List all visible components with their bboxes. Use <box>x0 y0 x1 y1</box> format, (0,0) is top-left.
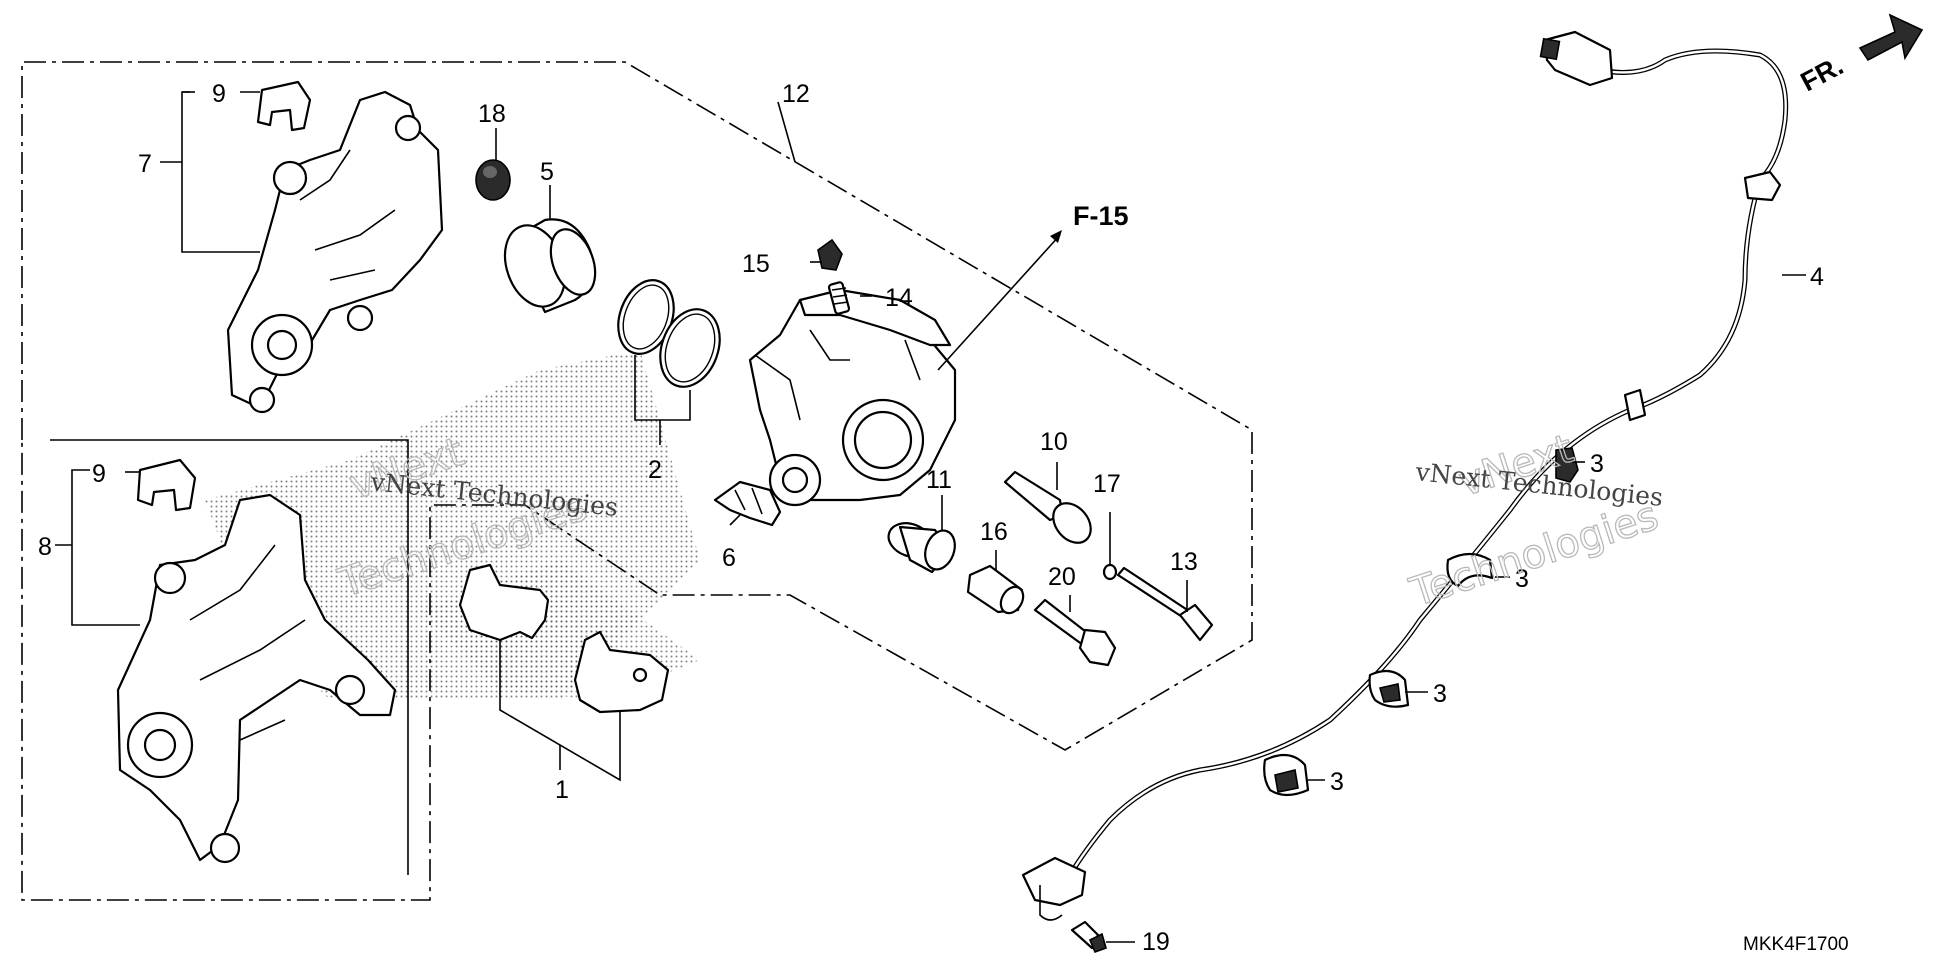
callout-3b: 3 <box>1515 565 1529 593</box>
callout-12: 12 <box>782 80 810 108</box>
callout-3a: 3 <box>1590 450 1604 478</box>
section-ref-leader <box>937 234 1061 371</box>
callout-5: 5 <box>540 158 554 186</box>
callout-18: 18 <box>478 100 506 128</box>
sleeve-16 <box>966 564 1025 615</box>
pad-spring-9-upper <box>256 80 312 132</box>
reference-code: MKK4F1700 <box>1743 934 1849 955</box>
pin-boot-11 <box>887 522 956 574</box>
callout-19: 19 <box>1142 928 1170 956</box>
bleeder-cap-18 <box>475 159 511 201</box>
callout-20: 20 <box>1048 563 1076 591</box>
callout-16: 16 <box>980 518 1008 546</box>
front-marker-label: FR. <box>1796 50 1848 97</box>
callout-4: 4 <box>1810 263 1824 291</box>
callout-6: 6 <box>722 544 736 572</box>
caliper-bracket-7 <box>226 90 444 414</box>
callout-3c: 3 <box>1433 680 1447 708</box>
watermark-line2-right: Technologies <box>1404 493 1664 616</box>
callout-8: 8 <box>38 533 52 561</box>
leader-lines <box>55 91 1806 943</box>
section-ref-label: F-15 <box>1073 201 1129 231</box>
callout-7: 7 <box>138 150 152 178</box>
callout-14: 14 <box>885 284 913 312</box>
callout-2: 2 <box>648 456 662 484</box>
bolt-19 <box>1070 920 1107 954</box>
assembly-boundary <box>21 61 1253 901</box>
slide-pin-10 <box>1003 470 1092 544</box>
callout-9a: 9 <box>212 80 226 108</box>
section-ref-arrow <box>1050 230 1062 243</box>
ring-17 <box>1102 563 1118 581</box>
piston-5 <box>503 218 597 314</box>
caliper-body <box>748 288 957 507</box>
callout-3d: 3 <box>1330 768 1344 796</box>
front-arrow: FR. <box>1796 13 1924 97</box>
callout-17: 17 <box>1093 470 1121 498</box>
callout-10: 10 <box>1040 428 1068 456</box>
brake-pads-1 <box>458 563 670 714</box>
callout-9b: 9 <box>92 460 106 488</box>
piston-seals-2 <box>617 279 721 388</box>
cable-clamp-3-c <box>1368 669 1410 708</box>
bleeder-valve-14 <box>827 281 851 315</box>
callout-11: 11 <box>926 466 952 494</box>
pad-spring-9-lower <box>136 458 197 512</box>
cable-clamp-3-d <box>1263 753 1310 797</box>
pad-pin-13 <box>1116 566 1214 642</box>
cable-clamp-3-b <box>1446 552 1494 588</box>
callout-15: 15 <box>742 250 770 278</box>
pad-spring-6 <box>713 480 782 527</box>
cable-clamp-3-a <box>1555 447 1579 483</box>
callout-1: 1 <box>555 776 569 804</box>
caliper-bracket-8 <box>116 493 397 864</box>
bleeder-cap-15 <box>817 238 843 271</box>
wheel-speed-sensor-4 <box>1021 30 1789 921</box>
callout-13: 13 <box>1170 548 1198 576</box>
bolt-20 <box>1033 598 1117 667</box>
callout-labels: 1 2 3 3 3 3 4 5 6 7 8 9 9 10 11 12 13 14… <box>38 80 1824 956</box>
bracket-box <box>50 439 409 875</box>
